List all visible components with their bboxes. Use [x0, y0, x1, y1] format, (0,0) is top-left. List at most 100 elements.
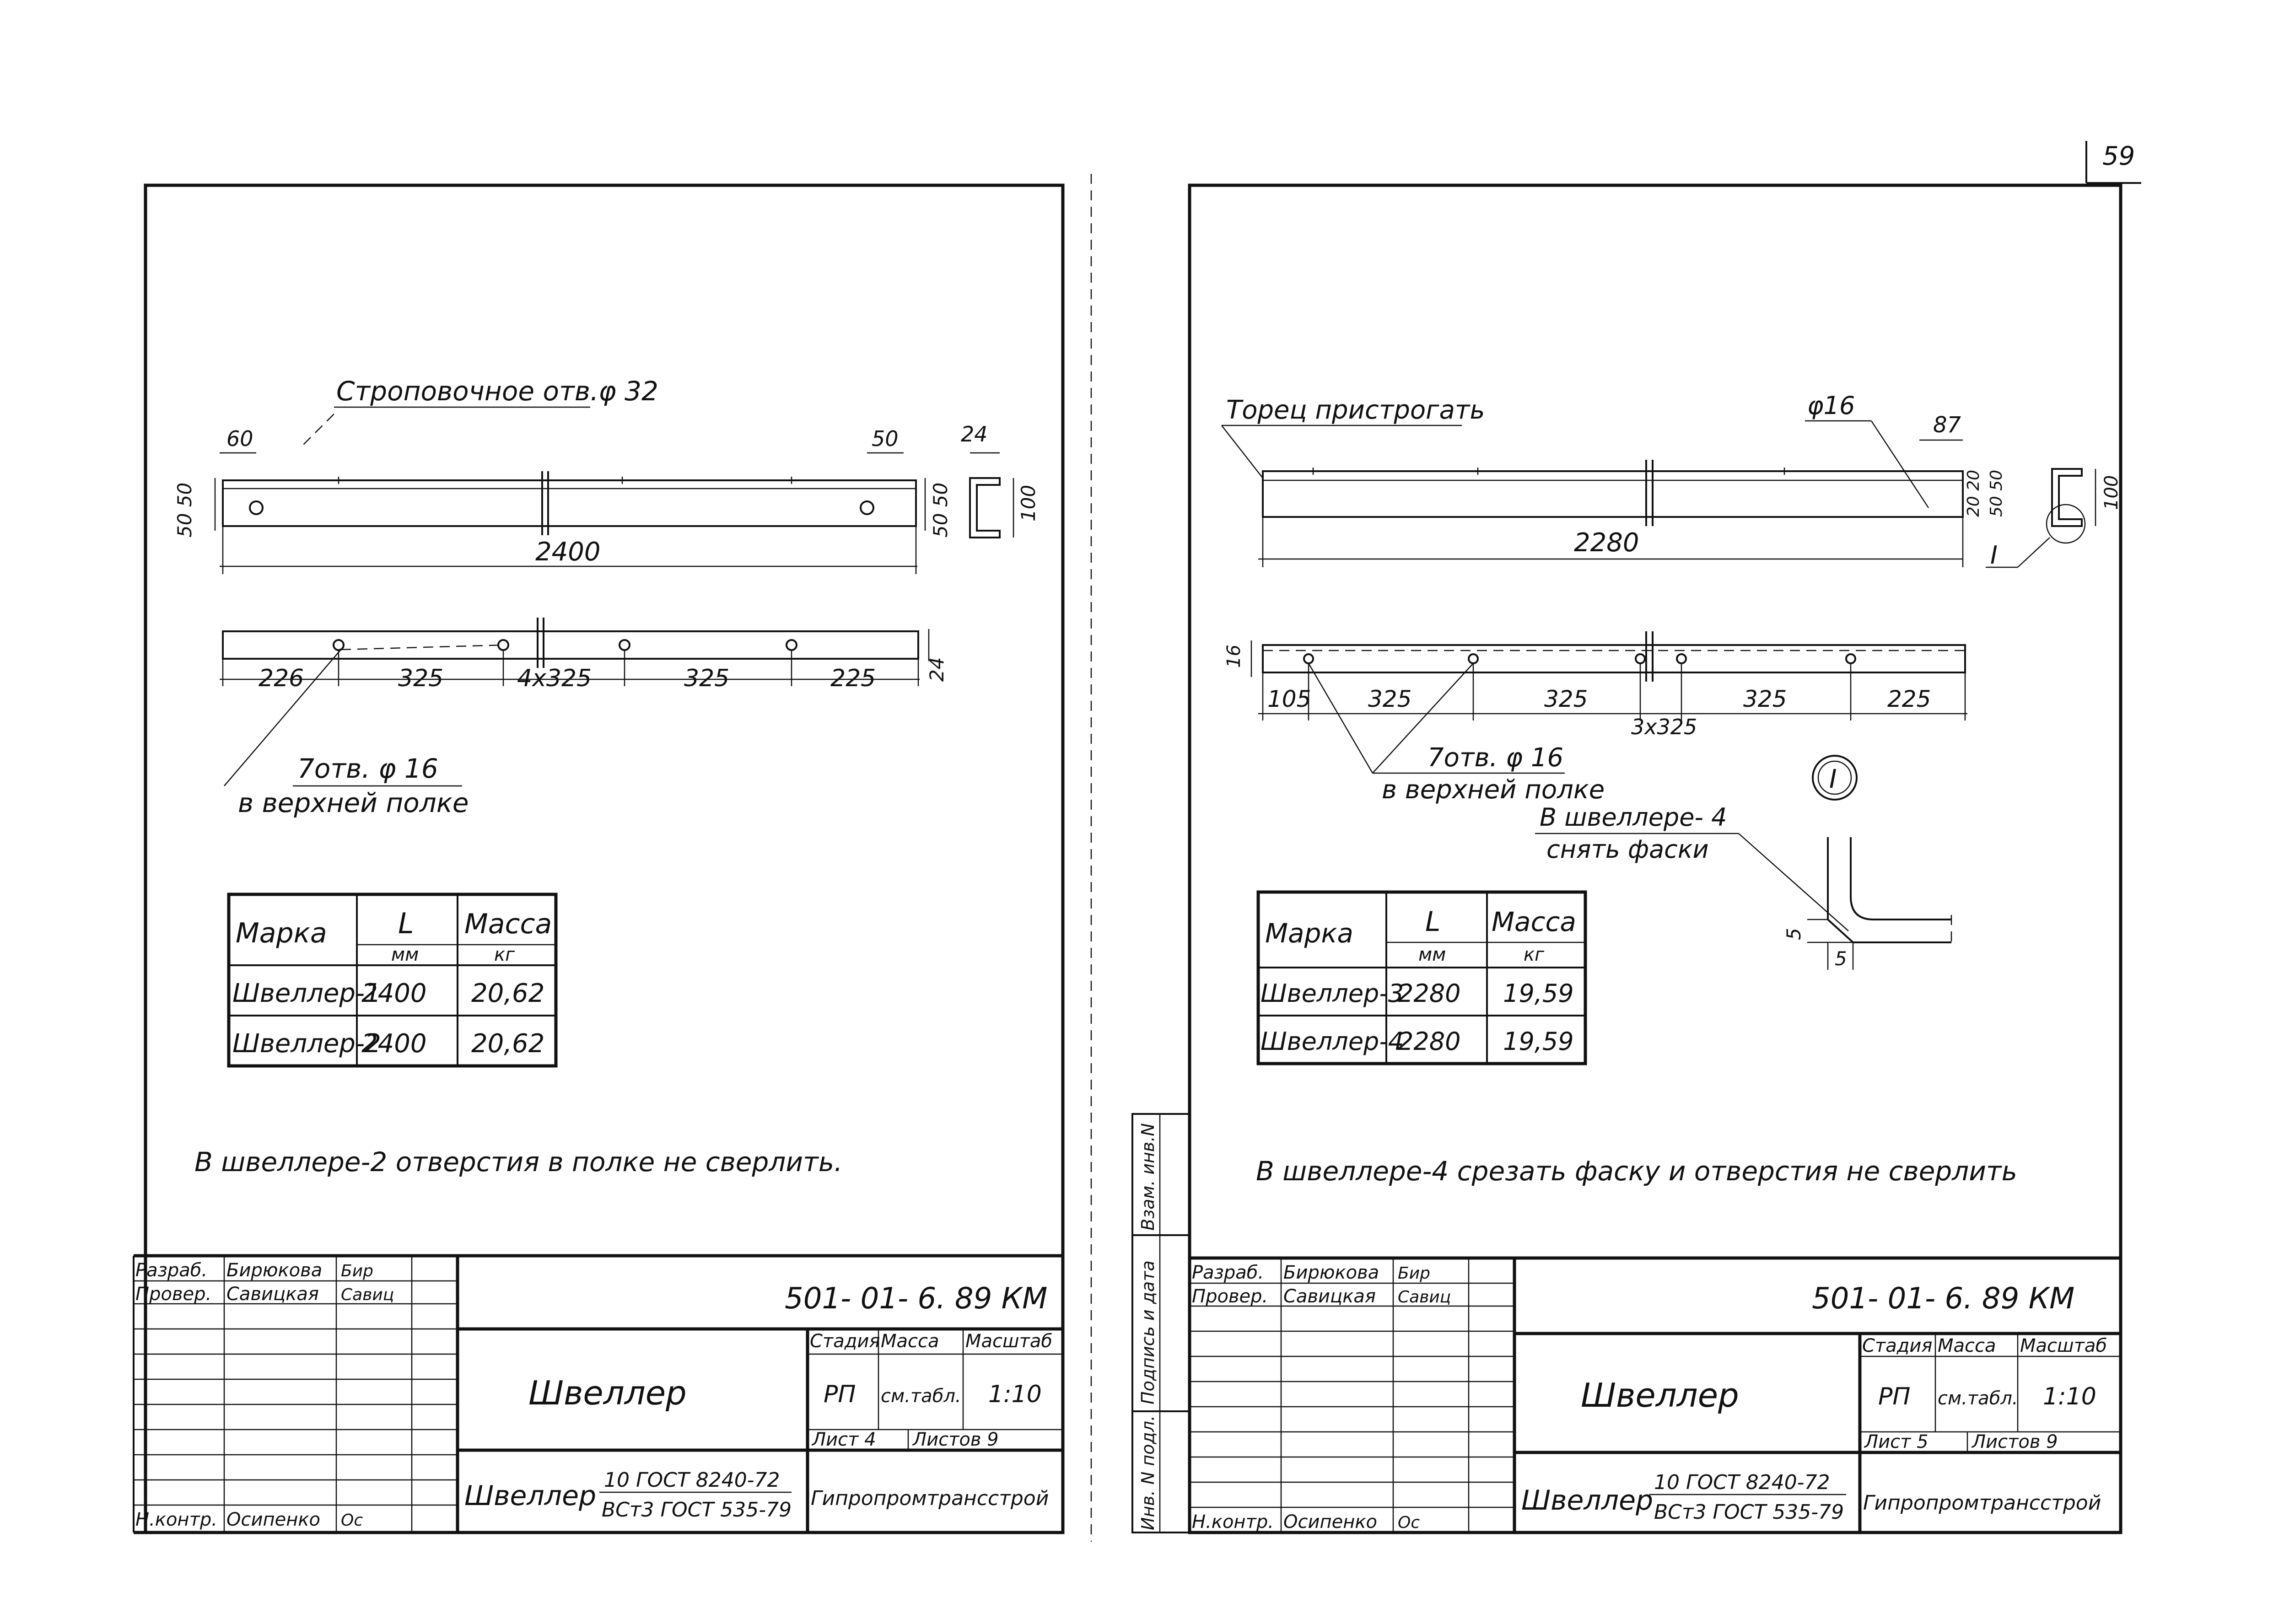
document-code: 501- 01- 6. 89 КМ — [785, 1282, 1047, 1316]
table-header-length-unit: мм — [391, 944, 419, 965]
table-row-mass: 19,59 — [1503, 1027, 1574, 1056]
table-row-mass: 20,62 — [471, 979, 544, 1008]
top-dim-4: 325 — [684, 665, 729, 692]
role-label: Разраб. — [1192, 1262, 1264, 1283]
sheet-5-top-view: 16 105 325 325 3x325 325 225 7отв. φ 16 … — [1223, 631, 1967, 805]
dim-length: 2400 — [535, 537, 601, 567]
sheet-label: Лист 5 — [1864, 1431, 1928, 1452]
dim-height-left: 50 50 — [173, 483, 196, 538]
table-header-mass-unit: кг — [1524, 944, 1545, 965]
sheet-5: Взам. инв.N Подпись и дата Инв. N подл. … — [1131, 183, 2122, 1534]
stamp-signature-date: Подпись и дата — [1138, 1260, 1158, 1404]
mass-value: см.табл. — [1938, 1388, 2018, 1409]
stage-header: Стадия — [1862, 1335, 1932, 1356]
role-name: Савицкая — [226, 1284, 319, 1305]
sheet-5-spec-table: Марка L мм Масса кг Швеллер-3 2280 19,59… — [1256, 890, 1587, 1065]
page-number-block: 59 — [2085, 141, 2141, 184]
table-row-length: 2400 — [361, 1029, 427, 1059]
material-line2: ВСт3 ГОСТ 535-79 — [1654, 1500, 1844, 1524]
mass-header: Масса — [881, 1331, 939, 1352]
end-note: Торец пристрогать — [1226, 395, 1485, 425]
top-dim-5: 325 — [1743, 686, 1787, 712]
top-width-dim: 24 — [926, 657, 948, 682]
stage-value: РП — [824, 1381, 856, 1408]
section-height-dim: 100 — [2101, 475, 2122, 510]
document-code: 501- 01- 6. 89 КМ — [1812, 1282, 2074, 1316]
sheet-4-spec-table: Марка L мм Масса кг Швеллер-1 2400 20,62… — [227, 893, 558, 1068]
detail-callout-mark: I — [1990, 541, 1998, 570]
material-line1: 10 ГОСТ 8240-72 — [604, 1468, 780, 1492]
holes-note-line2: в верхней полке — [238, 787, 469, 818]
role-name: Савицкая — [1283, 1286, 1376, 1307]
dim-edge-left: 60 — [226, 426, 253, 451]
hole-callout: φ16 — [1807, 391, 1855, 420]
role-signature: Бир — [341, 1262, 373, 1280]
material-line1: 10 ГОСТ 8240-72 — [1654, 1471, 1830, 1494]
top-dim-2: 325 — [1368, 686, 1411, 712]
dim-height-right-2: 50 50 — [1987, 470, 2006, 517]
section-flange-dim: 24 — [961, 422, 988, 446]
scale-header: Масштаб — [2020, 1335, 2107, 1356]
table-header-length-unit: мм — [1418, 944, 1446, 965]
role-signature: Савиц — [1398, 1288, 1451, 1307]
mass-value: см.табл. — [881, 1386, 961, 1407]
table-row-length: 2280 — [1398, 1027, 1460, 1056]
sheet-4-note: В швеллере-2 отверстия в полке не сверли… — [194, 1146, 842, 1178]
top-dim-5: 225 — [830, 665, 876, 692]
control-signature: Ос — [1398, 1513, 1420, 1532]
table-header-length: L — [398, 907, 414, 940]
control-label: Н.контр. — [135, 1509, 217, 1530]
sheet-4-top-view: 226 325 4x325 325 225 24 7отв. φ 16 в ве… — [220, 618, 948, 818]
top-dim-2: 325 — [398, 665, 443, 692]
top-dim-1: 226 — [259, 665, 304, 692]
stage-value: РП — [1878, 1383, 1910, 1410]
sheet-5-side-view: Торец пристрогать φ16 87 20 20 50 50 228… — [1221, 391, 2006, 567]
role-label: Провер. — [135, 1284, 211, 1305]
stamp-replace-inv: Взам. инв.N — [1138, 1123, 1158, 1231]
organization: Гипропромтрансстрой — [1863, 1491, 2101, 1515]
detail-mark: I — [1829, 764, 1837, 794]
holes-note-line1: 7отв. φ 16 — [297, 753, 438, 784]
scale-header: Масштаб — [965, 1331, 1052, 1352]
table-header-mark: Марка — [1265, 918, 1353, 949]
sheet-5-side-stamp: Взам. инв.N Подпись и дата Инв. N подл. — [1131, 1113, 1190, 1533]
holes-note-line1: 7отв. φ 16 — [1428, 743, 1563, 773]
table-row-mark: Швеллер-2 — [232, 1029, 381, 1059]
top-dim-4: 3x325 — [1631, 715, 1697, 739]
scale-value: 1:10 — [988, 1381, 1042, 1408]
table-row-mark: Швеллер-1 — [232, 979, 381, 1008]
sheet-4-title-block: Разраб. Бирюкова Бир Провер. Савицкая Са… — [133, 1254, 1063, 1534]
table-row-length: 2400 — [361, 979, 427, 1008]
detail-callout-circle — [2046, 504, 2086, 544]
sheet-4-side-view: Строповочное отв.φ 32 60 50 50 50 50 50 … — [173, 376, 952, 574]
top-dim-1: 105 — [1267, 686, 1311, 712]
table-header-mass: Масса — [1492, 906, 1576, 937]
control-name: Осипенко — [226, 1509, 320, 1530]
dim-end-offset: 87 — [1933, 412, 1961, 438]
document-title: Швеллер — [1581, 1376, 1739, 1414]
control-signature: Ос — [341, 1511, 363, 1530]
material-name: Швеллер — [1521, 1484, 1653, 1516]
organization: Гипропромтрансстрой — [811, 1487, 1049, 1510]
top-dim-3: 325 — [1544, 686, 1588, 712]
sheet-5-channel-section: I 100 — [1986, 468, 2122, 570]
sling-hole-right — [860, 500, 874, 515]
sheet-5-note: В швеллере-4 срезать фаску и отверстия н… — [1256, 1156, 2017, 1187]
table-header-mass: Масса — [464, 908, 552, 940]
chamfer-note-line2: снять фаски — [1546, 835, 1709, 864]
mass-header: Масса — [1938, 1335, 1996, 1356]
material-name: Швеллер — [464, 1480, 596, 1512]
sheet-label: Лист 4 — [811, 1429, 876, 1450]
sheets-label: Листов 9 — [1971, 1431, 2058, 1452]
scale-value: 1:10 — [2043, 1383, 2096, 1410]
sheets-label: Листов 9 — [912, 1429, 999, 1450]
table-row-length: 2280 — [1398, 979, 1460, 1008]
role-name: Бирюкова — [226, 1260, 322, 1281]
holes-note-line2: в верхней полке — [1382, 775, 1605, 805]
detail-dim-horizontal: 5 — [1835, 947, 1847, 970]
sheet-4-channel-section: 24 100 — [961, 422, 1040, 538]
stage-header: Стадия — [810, 1331, 880, 1352]
document-title: Швеллер — [528, 1374, 687, 1412]
table-header-mark: Марка — [236, 917, 327, 949]
